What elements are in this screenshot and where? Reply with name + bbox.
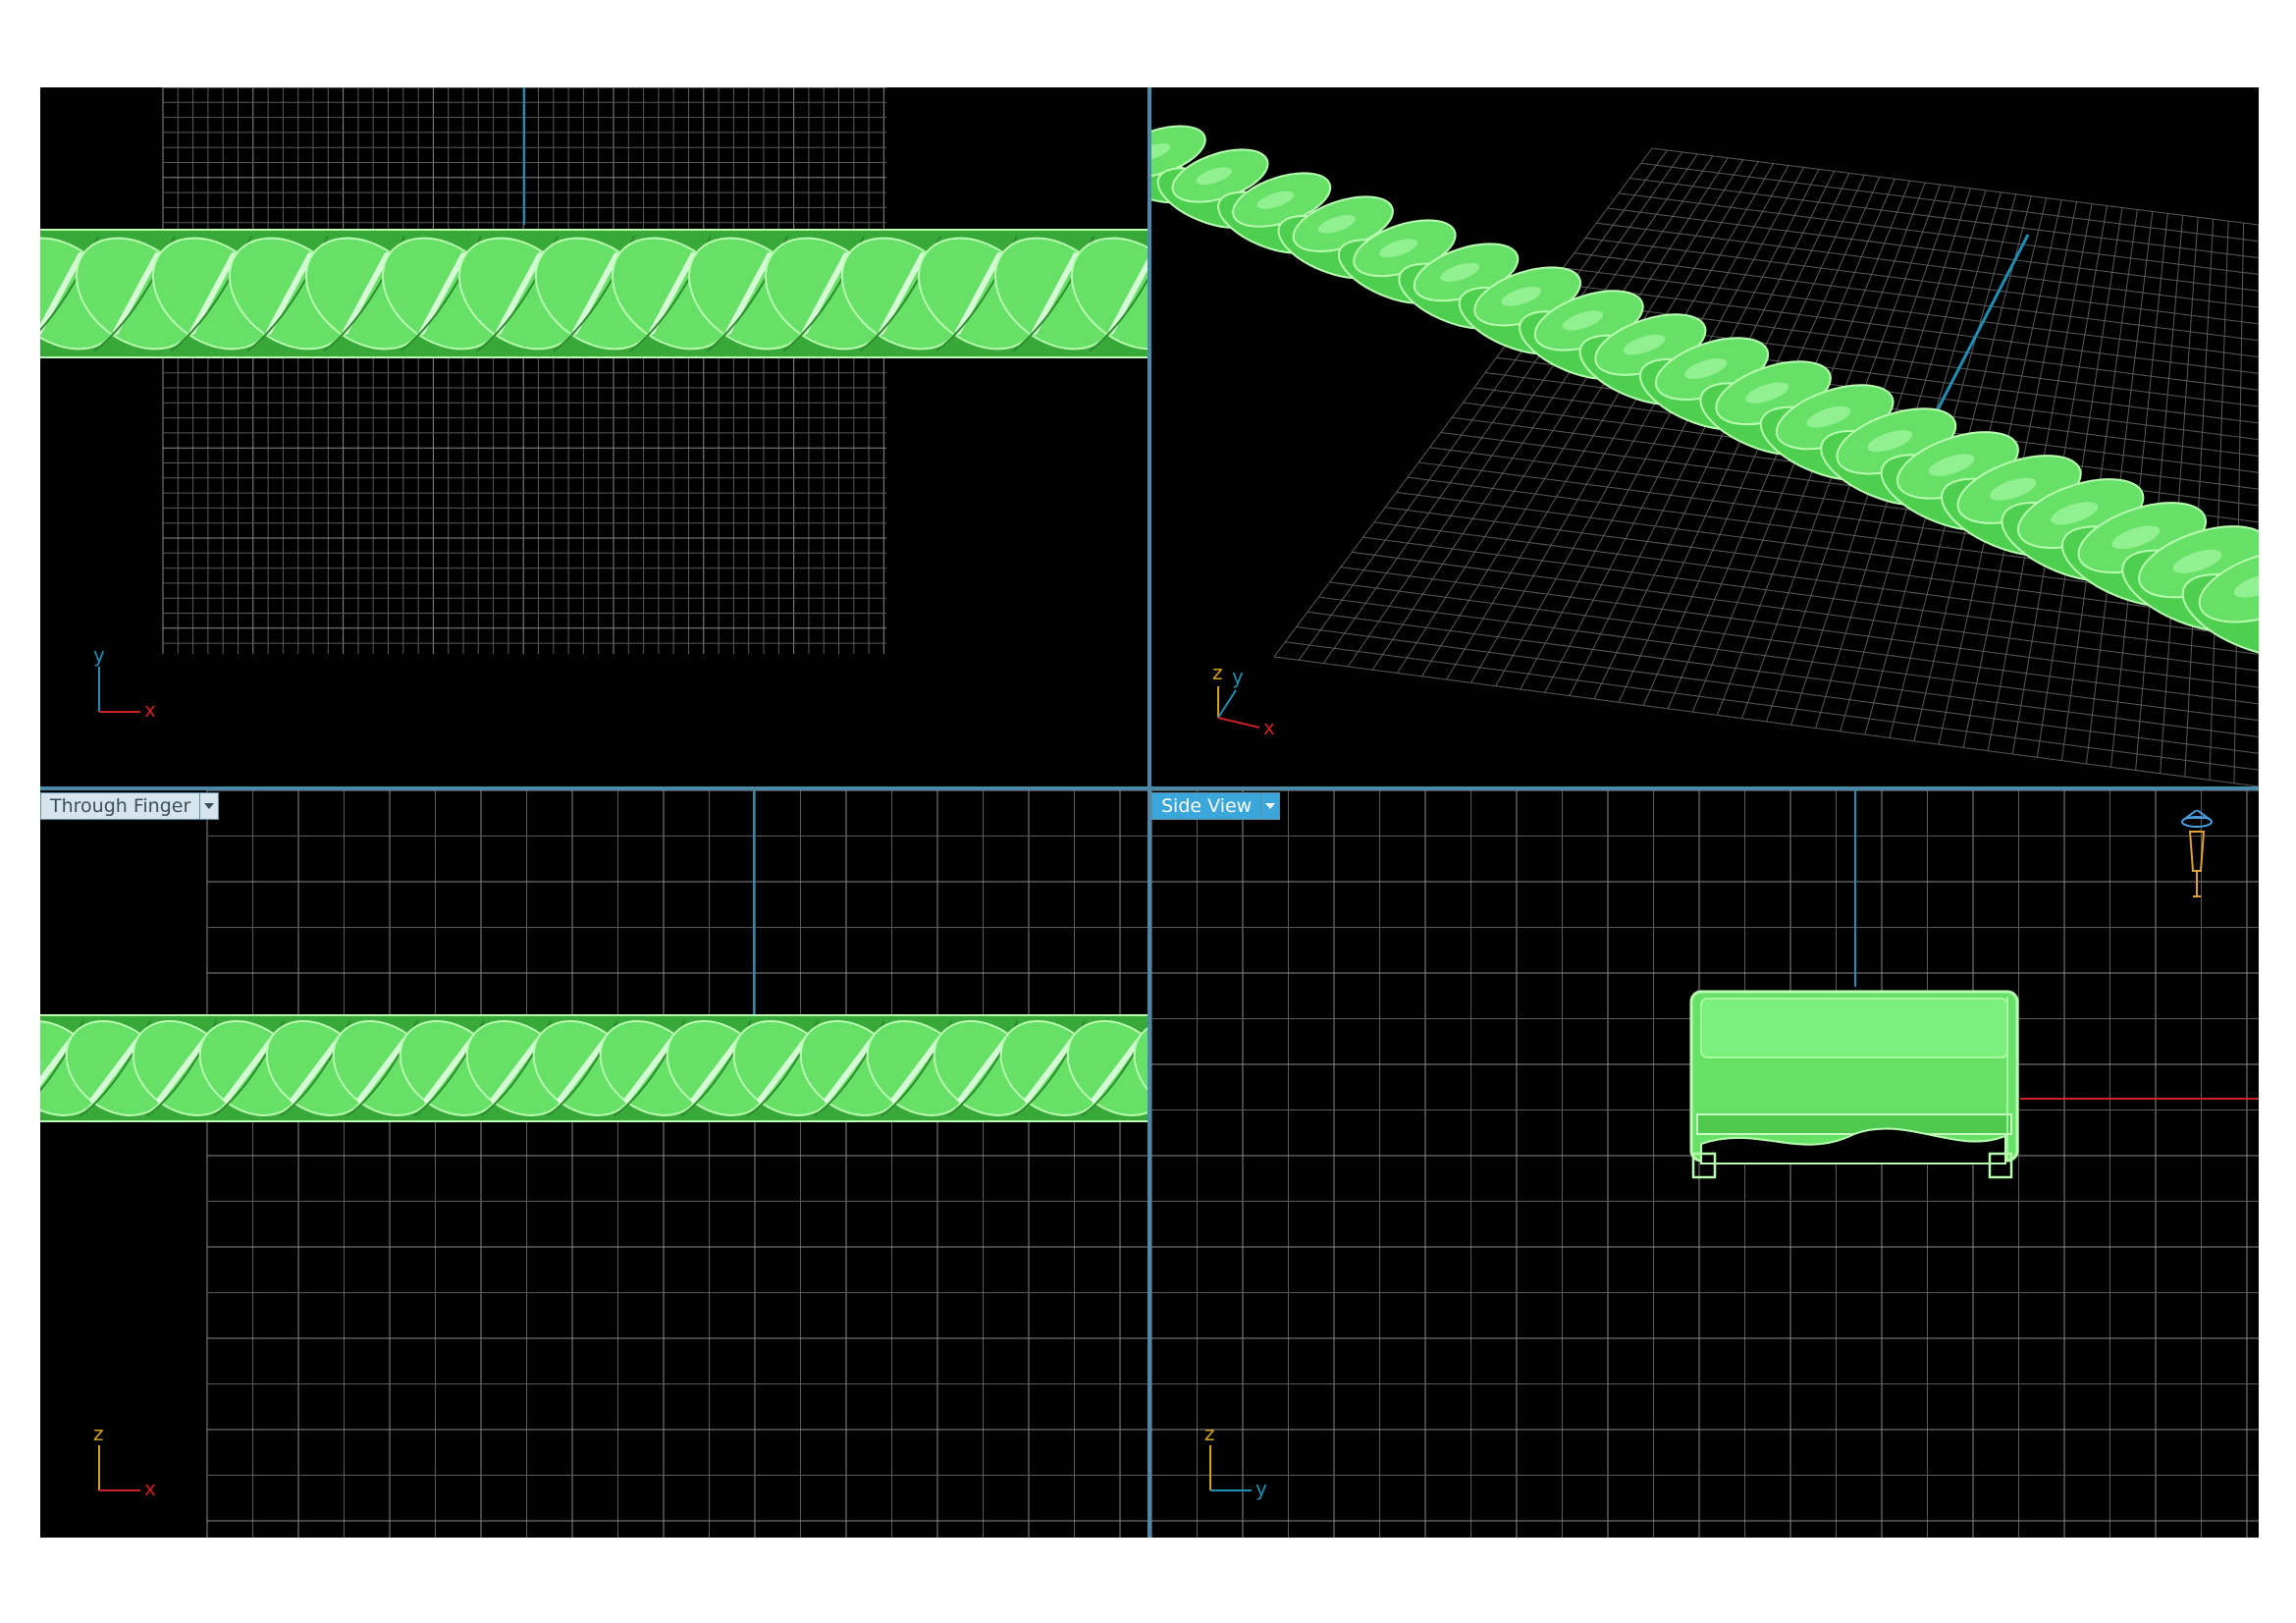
dropdown-arrow-icon[interactable] <box>199 793 218 819</box>
chain-model <box>40 1014 1148 1122</box>
camera-tripod-icon[interactable] <box>2176 808 2217 904</box>
axis-indicator: z y x <box>1210 663 1299 765</box>
viewport-front[interactable]: Through Finger z x <box>40 790 1148 1538</box>
axis-label-z: z <box>1212 661 1223 684</box>
axis-indicator: z y <box>1202 1424 1291 1522</box>
grid <box>1273 147 2259 786</box>
axis-label-y: y <box>1232 665 1244 688</box>
viewport-layout: y x z y x Through Finger <box>40 87 2259 1538</box>
view-dropdown-through-finger[interactable]: Through Finger <box>40 792 220 820</box>
side-scene <box>1151 790 2259 1538</box>
viewport-side[interactable]: Side View z y <box>1151 790 2259 1538</box>
front-scene <box>40 790 1148 1538</box>
chain-model <box>40 229 1148 358</box>
viewport-perspective[interactable]: z y x <box>1151 87 2259 786</box>
axis-indicator: y x <box>91 645 180 743</box>
view-label: Side View <box>1161 795 1253 817</box>
axis-label-horizontal: x <box>144 698 156 722</box>
axis-label-horizontal: y <box>1255 1477 1267 1500</box>
chain-cross-section <box>1689 990 2019 1179</box>
chain-model <box>1151 125 2259 658</box>
z-axis-line <box>1935 234 2030 412</box>
dropdown-arrow-icon[interactable] <box>1260 793 1279 819</box>
top-scene <box>40 87 1148 654</box>
perspective-scene <box>1151 125 2259 786</box>
axis-indicator: z x <box>91 1424 180 1522</box>
axis-label-vertical: z <box>93 1422 104 1445</box>
axis-label-x: x <box>1263 716 1275 739</box>
view-dropdown-side-view[interactable]: Side View <box>1151 792 1281 820</box>
grid <box>206 790 1148 1538</box>
axis-label-vertical: y <box>93 643 105 667</box>
axis-label-vertical: z <box>1204 1422 1215 1445</box>
view-label: Through Finger <box>50 795 191 817</box>
viewport-top[interactable]: y x <box>40 87 1148 786</box>
axis-label-horizontal: x <box>144 1477 156 1500</box>
